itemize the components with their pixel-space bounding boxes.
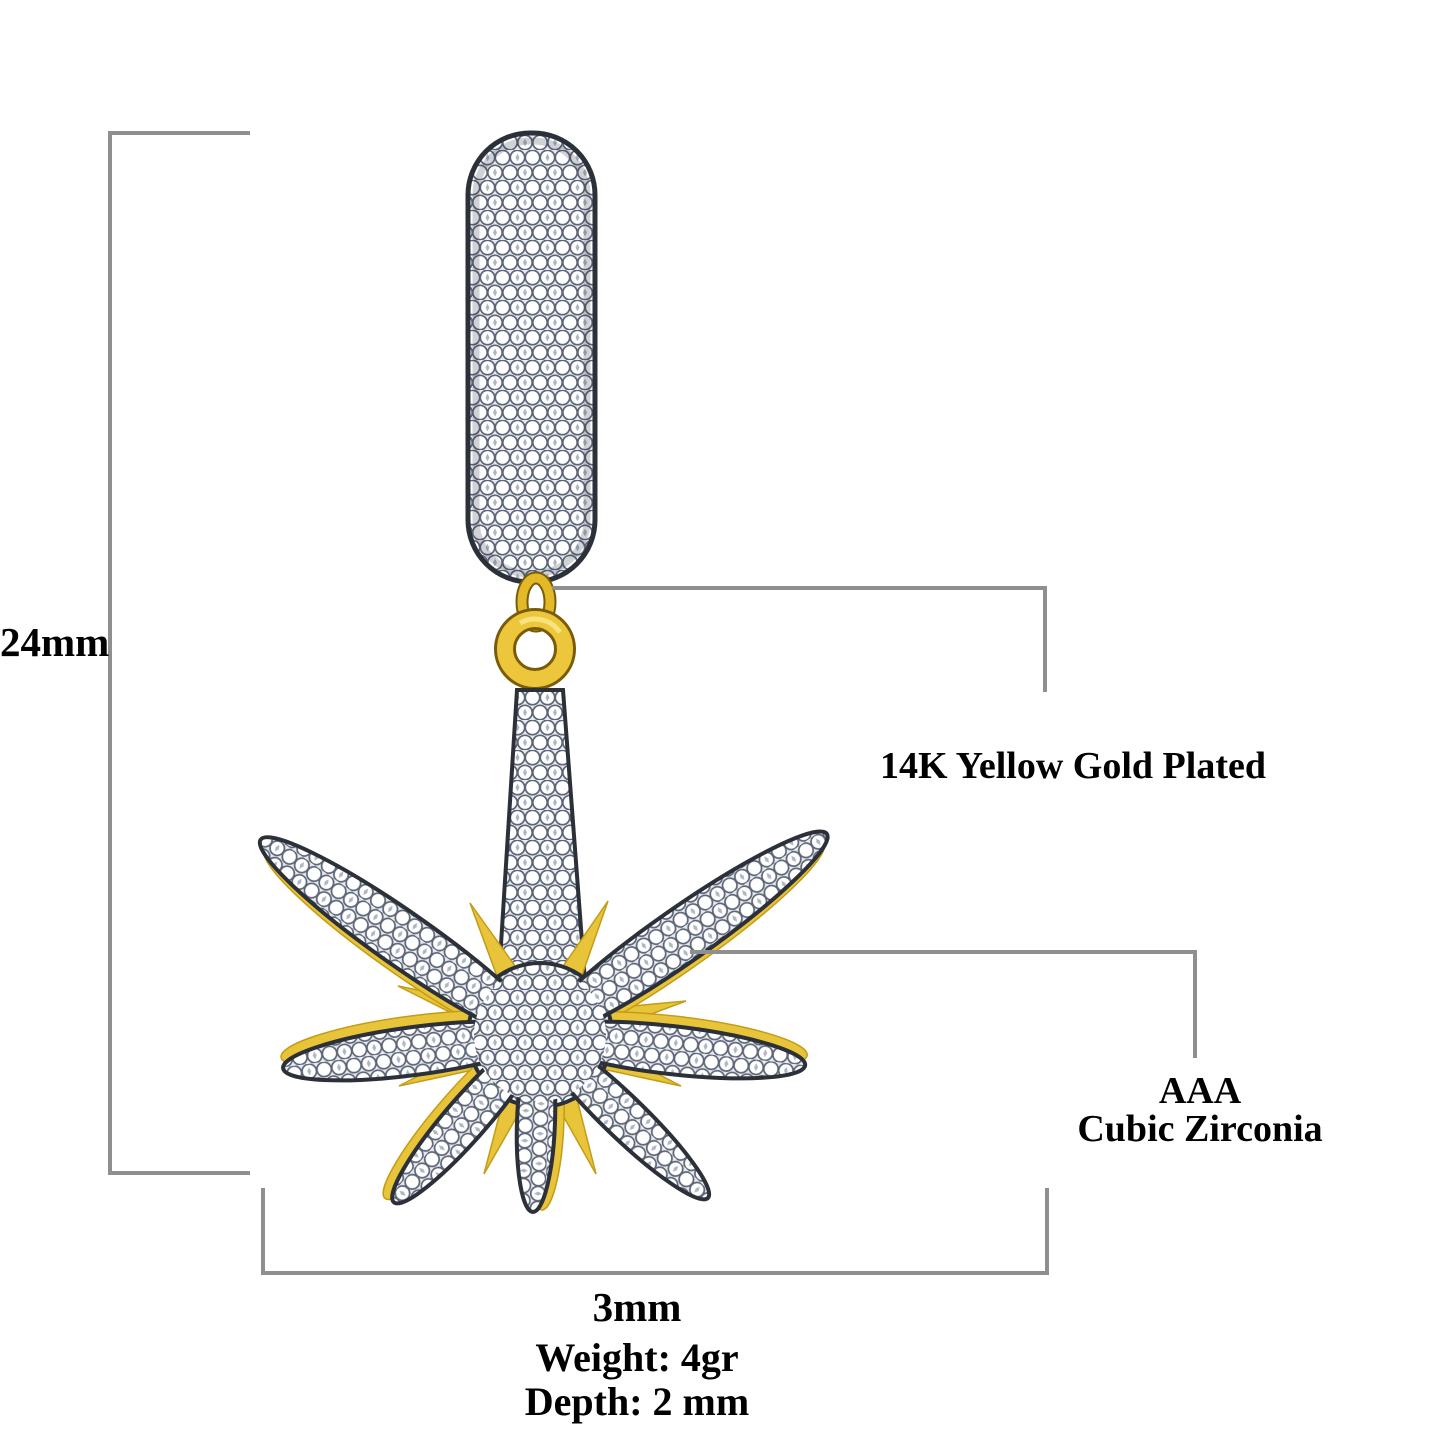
stone-grade-label: AAA — [1158, 1070, 1242, 1112]
width-dimension-tick-left — [261, 1188, 265, 1275]
material-leader-line-vertical — [1043, 586, 1047, 692]
width-dimension-tick-right — [1045, 1188, 1049, 1275]
stone-leader-line-horizontal — [690, 950, 1197, 954]
height-dimension-tick-bottom — [108, 1171, 250, 1175]
pave-cannabis-leaf — [257, 829, 830, 1214]
material-leader-line-horizontal — [552, 586, 1047, 590]
weight-label: Weight: 4gr — [535, 1335, 739, 1380]
gold-connector-ring — [494, 608, 576, 690]
stone-leader-line-vertical — [1193, 950, 1197, 1058]
material-label: 14K Yellow Gold Plated — [880, 745, 1266, 787]
width-dimension-label: 3mm — [592, 1284, 682, 1330]
height-dimension-tick-top — [108, 131, 250, 135]
width-dimension-line-horizontal — [261, 1271, 1049, 1275]
stone-type-label: Cubic Zirconia — [1077, 1108, 1323, 1150]
pave-huggie-hoop — [465, 130, 598, 585]
depth-label: Depth: 2 mm — [524, 1379, 750, 1424]
stone-label: AAA Cubic Zirconia — [1000, 1072, 1400, 1148]
height-dimension-label: 24mm — [0, 619, 110, 665]
height-dimension-line-vertical — [108, 131, 112, 1175]
